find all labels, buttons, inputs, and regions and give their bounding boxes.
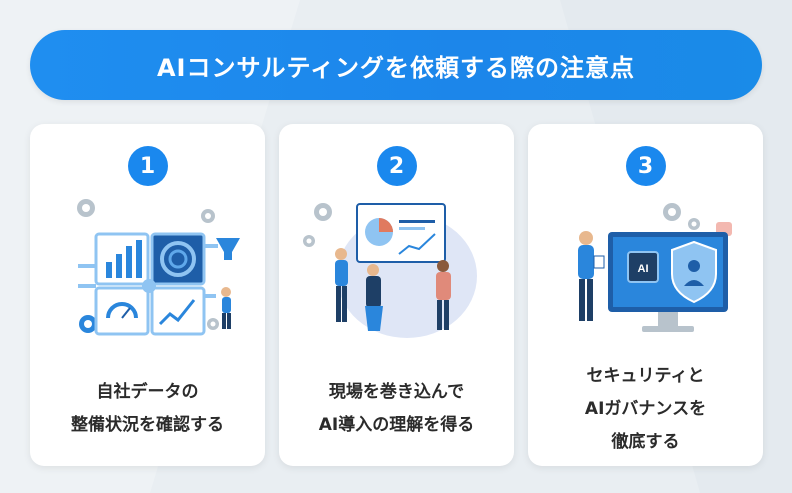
person-figure [365, 264, 383, 331]
card-caption: 自社データの 整備状況を確認する [71, 382, 224, 435]
gear-icon [77, 199, 95, 217]
card-3: 3 AI セキュリティと AIガバナンスを 徹底する [528, 124, 763, 466]
card-2: 2 現場を巻き込んで AI導入の理解を得る [279, 124, 514, 466]
ai-security-illustration: AI [578, 203, 732, 332]
person-figure [221, 287, 231, 329]
gear-icon [303, 235, 315, 247]
card-1: 1 自社データの 整備状況を確認する [30, 124, 265, 466]
gear-icon [314, 203, 332, 221]
gear-icon [207, 318, 219, 330]
step-number-badge: 3 [625, 146, 666, 186]
shield-icon [671, 240, 717, 304]
card-caption: 現場を巻き込んで AI導入の理解を得る [318, 382, 475, 435]
person-figure [335, 248, 348, 322]
page-title: AIコンサルティングを依頼する際の注意点 [156, 53, 636, 82]
step-number-badge: 1 [127, 146, 168, 186]
card-caption: セキュリティと AIガバナンスを 徹底する [584, 366, 707, 452]
gear-icon [201, 209, 215, 223]
person-figure [436, 260, 451, 330]
data-dashboard-illustration [77, 199, 240, 336]
team-presentation-illustration [303, 203, 477, 338]
step-number-badge: 2 [376, 146, 417, 186]
gear-icon [663, 203, 681, 221]
title-banner: AIコンサルティングを依頼する際の注意点 [30, 30, 762, 100]
gear-icon [688, 218, 700, 230]
gear-icon [79, 315, 97, 333]
ai-chip-label: AI [638, 263, 649, 275]
person-figure [578, 231, 605, 321]
